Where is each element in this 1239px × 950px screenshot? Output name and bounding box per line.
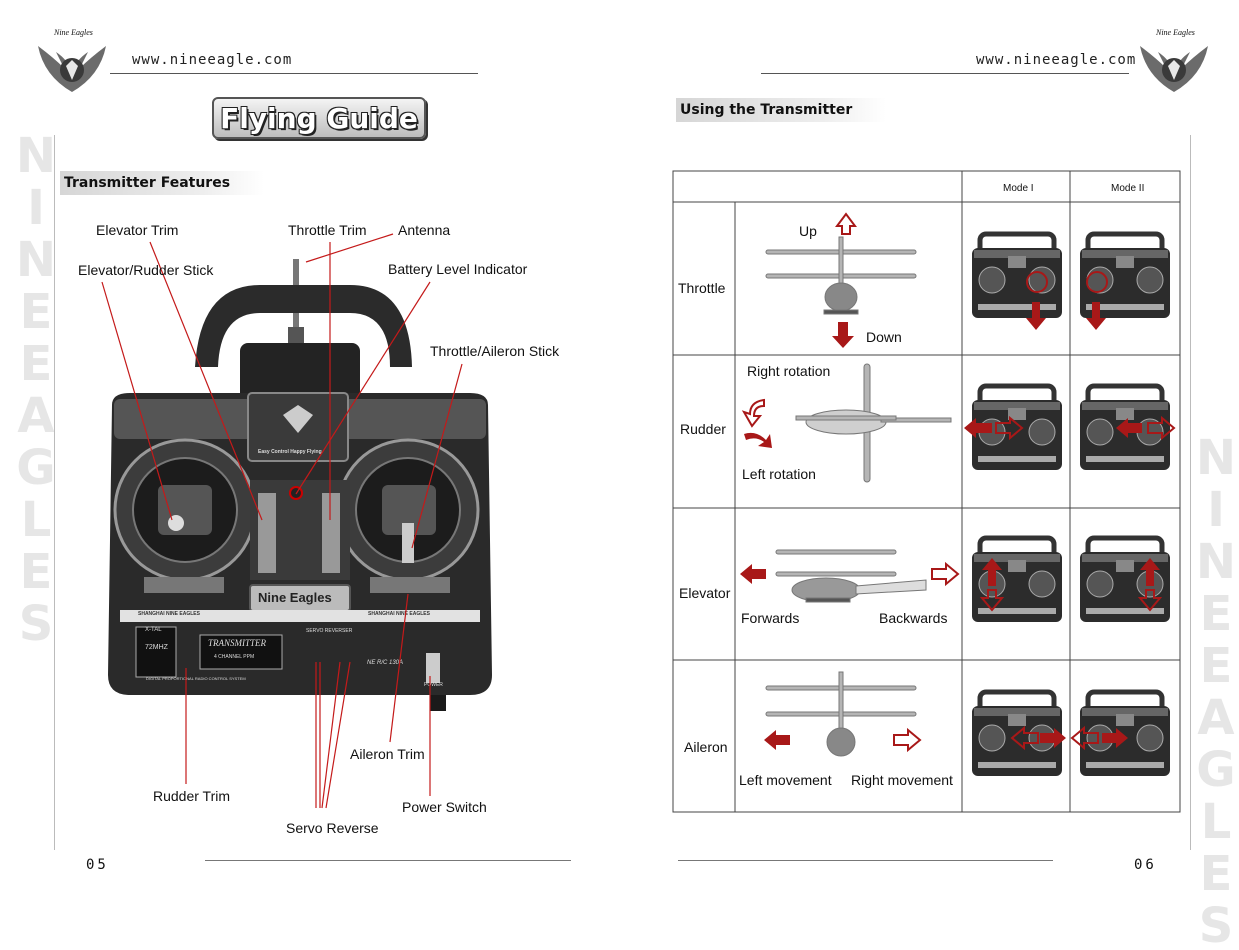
header-mode-2: Mode II — [1111, 183, 1145, 194]
tx-channels: 4 CHANNEL PPM — [214, 654, 255, 660]
row-label-aileron: Aileron — [684, 739, 728, 755]
elevator-forwards-label: Forwards — [741, 610, 800, 626]
header-rule-left — [110, 73, 478, 74]
tx-code: NE R/C 130A — [367, 660, 404, 666]
label-antenna: Antenna — [398, 222, 451, 238]
header-mode-1: Mode I — [1003, 183, 1034, 194]
row-label-rudder: Rudder — [680, 421, 726, 437]
helicopter-illustrations — [740, 212, 960, 757]
section-heading-transmitter-features: Transmitter Features — [60, 171, 264, 195]
logo-text-right: Nine Eagles — [1156, 28, 1195, 37]
website-url-right: www.nineeagle.com — [976, 52, 1137, 68]
section-heading-using-transmitter: Using the Transmitter — [676, 98, 886, 122]
rudder-left-rotation-label: Left rotation — [742, 466, 816, 482]
label-aileron-trim: Aileron Trim — [350, 746, 425, 762]
logo-right: Nine Eagles — [1136, 28, 1212, 96]
mode-thumbnails — [964, 202, 1176, 812]
tx-brand-badge: Nine Eagles — [258, 590, 332, 605]
label-rudder-trim: Rudder Trim — [153, 788, 231, 804]
tx-power: POWER — [424, 682, 443, 688]
page-number-right: 06 — [1134, 857, 1157, 873]
header-rule-right — [761, 73, 1129, 74]
footer-rule-left — [205, 860, 571, 861]
tx-xtal: X-TAL — [145, 627, 162, 633]
throttle-down-label: Down — [866, 329, 902, 345]
left-margin-rule — [54, 135, 55, 850]
tx-system: DIGITAL PROPORTIONAL RADIO CONTROL SYSTE… — [146, 676, 246, 681]
logo-text: Nine Eagles — [54, 28, 93, 37]
side-watermark-left: NINEEAGLES — [8, 128, 64, 648]
label-servo-reverse: Servo Reverse — [286, 820, 379, 836]
side-watermark-right: NINEEAGLES — [1188, 430, 1239, 950]
tx-model: TRANSMITTER — [208, 638, 267, 648]
label-battery-level-indicator: Battery Level Indicator — [388, 261, 528, 277]
tx-maker-left: SHANGHAI NINE EAGLES — [138, 611, 200, 617]
tx-servo-reverser: SERVO REVERSER — [306, 628, 353, 634]
rudder-right-rotation-label: Right rotation — [747, 363, 831, 379]
mode-table — [672, 170, 1181, 813]
row-label-elevator: Elevator — [679, 585, 731, 601]
row-label-throttle: Throttle — [678, 280, 726, 296]
elevator-backwards-label: Backwards — [879, 610, 948, 626]
label-elevator-rudder-stick: Elevator/Rudder Stick — [78, 262, 214, 278]
label-power-switch: Power Switch — [402, 799, 487, 815]
tx-slogan: Easy Control Happy Flying — [258, 449, 322, 455]
label-throttle-trim: Throttle Trim — [288, 222, 367, 238]
aileron-left-movement-label: Left movement — [739, 772, 832, 788]
website-url-left: www.nineeagle.com — [132, 52, 293, 68]
label-elevator-trim: Elevator Trim — [96, 222, 179, 238]
label-throttle-aileron-stick: Throttle/Aileron Stick — [430, 343, 560, 359]
right-margin-rule — [1190, 135, 1191, 850]
logo-left: Nine Eagles — [34, 28, 110, 96]
footer-rule-right — [678, 860, 1053, 861]
tx-crystal: 72MHZ — [145, 644, 168, 651]
throttle-up-label: Up — [799, 223, 817, 239]
page-number-left: 05 — [86, 857, 109, 873]
aileron-right-movement-label: Right movement — [851, 772, 953, 788]
page-title: Flying Guide — [212, 97, 426, 139]
tx-maker-right: SHANGHAI NINE EAGLES — [368, 611, 430, 617]
